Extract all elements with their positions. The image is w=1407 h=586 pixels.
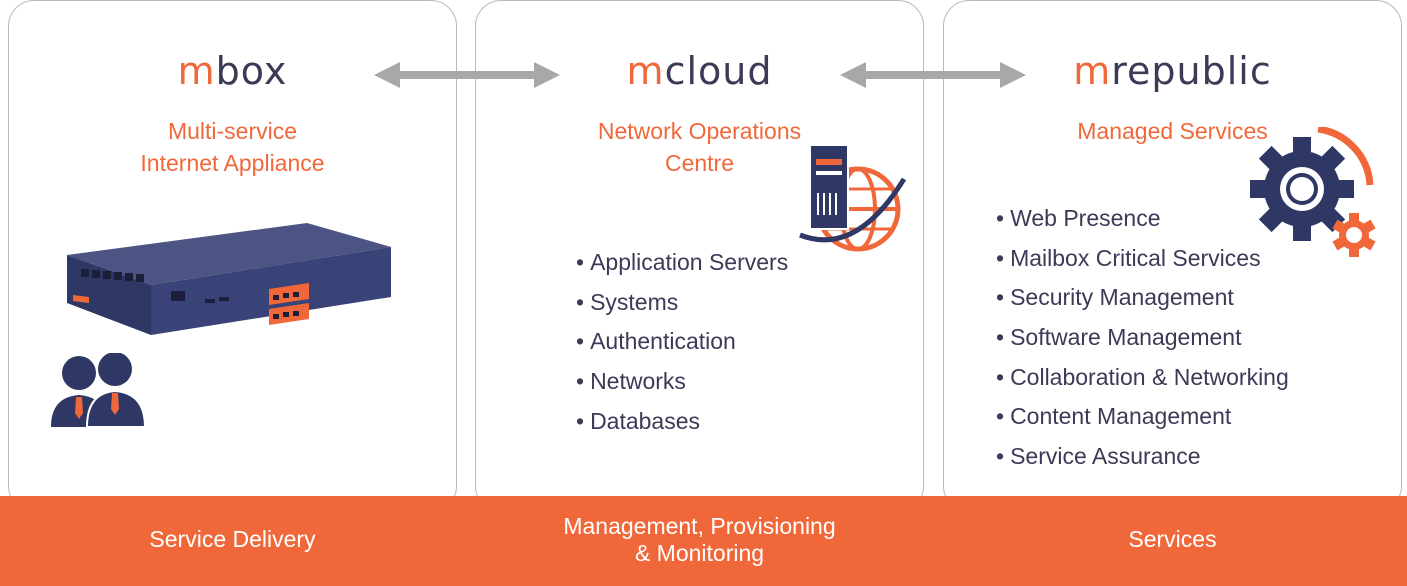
- mcloud-items: Application Servers Systems Authenticati…: [576, 243, 788, 441]
- bar-label-management: Management, Provisioning & Monitoring: [563, 513, 836, 566]
- bidirectional-arrow-icon: [840, 62, 1026, 88]
- subtitle-mcloud: Network Operations Centre: [597, 118, 802, 176]
- panel-mbox: mbox Multi-service Internet Appliance: [8, 0, 457, 512]
- panel-mrepublic: mrepublic Managed Services: [943, 0, 1402, 512]
- list-item: Application Servers: [576, 243, 788, 283]
- list-item: Content Management: [996, 397, 1289, 437]
- server-globe-icon: [799, 144, 907, 252]
- list-item: Databases: [576, 402, 788, 442]
- list-item: Web Presence: [996, 199, 1289, 239]
- list-item: Collaboration & Networking: [996, 358, 1289, 398]
- users-icon: [51, 353, 147, 428]
- subtitle-mrepublic: Managed Services: [1077, 118, 1268, 144]
- bar-label-services: Services: [1128, 526, 1217, 552]
- subtitle-mbox: Multi-service Internet Appliance: [140, 118, 325, 176]
- list-item: Security Management: [996, 278, 1289, 318]
- network-appliance-image: [67, 223, 391, 335]
- bar-label-service-delivery: Service Delivery: [149, 526, 316, 552]
- list-item: Software Management: [996, 318, 1289, 358]
- bidirectional-arrow-icon: [374, 62, 560, 88]
- mrepublic-items: Web Presence Mailbox Critical Services S…: [996, 199, 1289, 477]
- bottom-bar: Service Delivery Management, Provisionin…: [0, 496, 1407, 586]
- brand-mrepublic: mrepublic: [1073, 49, 1272, 93]
- list-item: Service Assurance: [996, 437, 1289, 477]
- list-item: Mailbox Critical Services: [996, 239, 1289, 279]
- brand-mcloud: mcloud: [626, 49, 773, 93]
- list-item: Networks: [576, 362, 788, 402]
- list-item: Systems: [576, 283, 788, 323]
- brand-mbox: mbox: [177, 49, 288, 93]
- panel-mcloud: mcloud Network Operations Centre Applica…: [475, 0, 924, 512]
- list-item: Authentication: [576, 322, 788, 362]
